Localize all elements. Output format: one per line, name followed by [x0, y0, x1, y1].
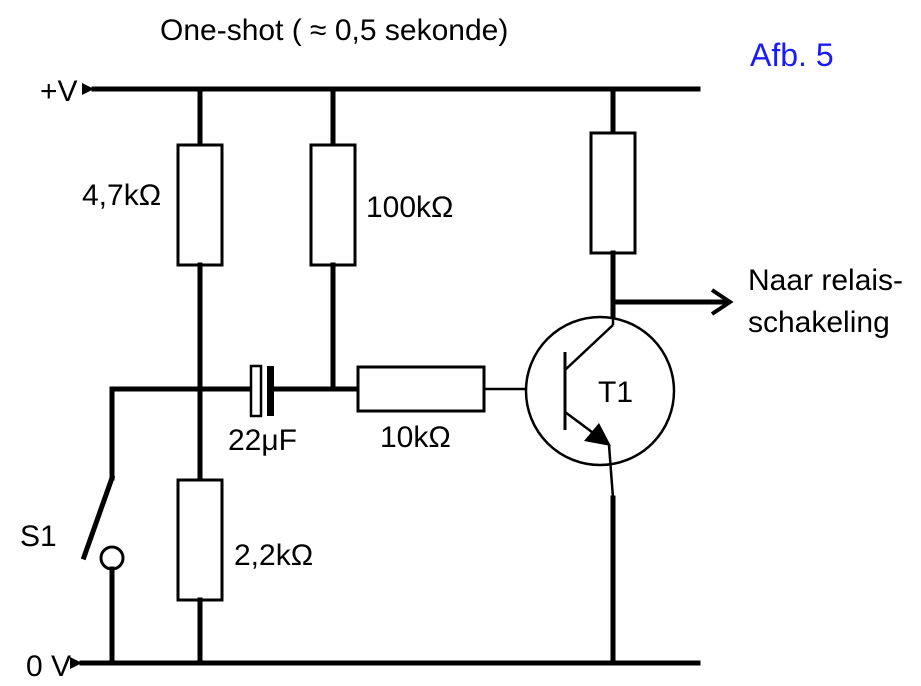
- transistor-emitter-tail: [607, 444, 615, 499]
- diagram-title: One-shot ( ≈ 0,5 sekonde): [160, 14, 508, 47]
- resistor-collector: [589, 131, 637, 255]
- resistor-10k-label: 10kΩ: [380, 421, 451, 454]
- positive-rail-arrow: [82, 83, 94, 95]
- resistor-2k2: [176, 478, 224, 602]
- switch-label: S1: [20, 520, 57, 553]
- switch-blade: [80, 474, 116, 561]
- figure-label: Afb. 5: [750, 37, 834, 73]
- capacitor-label: 22μF: [228, 424, 297, 457]
- resistor-100k-label: 100kΩ: [366, 191, 453, 224]
- transistor-label: T1: [598, 376, 633, 409]
- resistor-2k2-label: 2,2kΩ: [234, 539, 313, 572]
- capacitor-negative-plate: [267, 366, 274, 416]
- transistor-emitter-arrow: [584, 423, 611, 446]
- transistor-collector-lead: [564, 324, 614, 371]
- ground-rail-label: 0 V: [26, 650, 71, 683]
- resistor-10k: [356, 365, 486, 413]
- resistor-4k7: [176, 143, 224, 267]
- output-label-line2: schakeling: [748, 306, 890, 339]
- output-arrow: [710, 288, 734, 316]
- transistor-envelope: [524, 315, 676, 467]
- resistor-100k: [309, 143, 357, 267]
- resistor-4k7-label: 4,7kΩ: [82, 179, 161, 212]
- positive-rail-label: +V: [40, 75, 78, 108]
- output-label-line1: Naar relais-: [748, 264, 903, 297]
- ground-rail-arrow: [70, 657, 82, 669]
- capacitor-positive-plate: [249, 364, 263, 418]
- switch-contact: [99, 545, 125, 571]
